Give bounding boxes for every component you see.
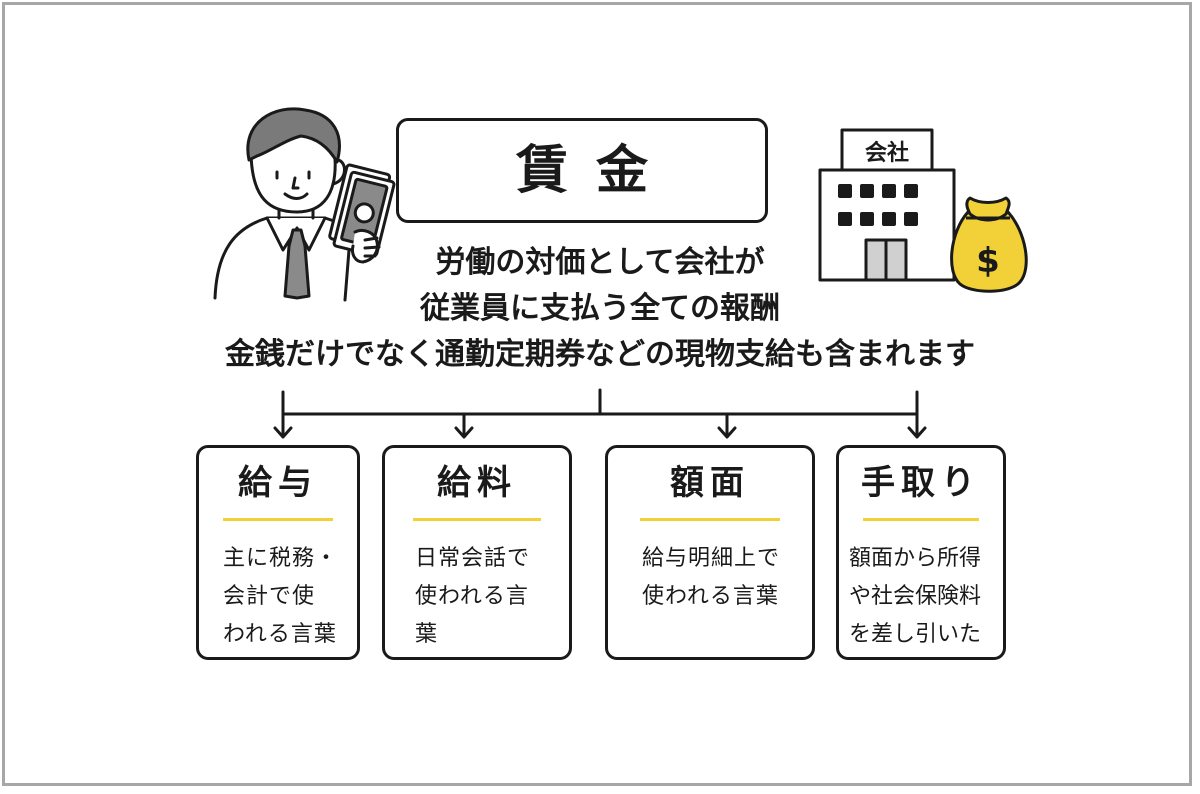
- card-title: 給料: [437, 463, 517, 503]
- card-accent-rule: [413, 518, 541, 521]
- description-line-1: 労働の対価として会社が: [435, 245, 765, 280]
- card-accent-rule: [863, 518, 979, 521]
- card-tedori: 手取り 額面から所得 や社会保険料 を差し引いた: [836, 445, 1006, 660]
- money-bag-icon: $: [950, 196, 1028, 293]
- card-line: 使われる言: [415, 584, 529, 609]
- card-line: われる言葉: [223, 622, 337, 647]
- card-line: を差し引いた: [849, 622, 982, 647]
- card-line: 給与明細上で: [642, 546, 781, 571]
- businessman-illustration: [213, 107, 396, 302]
- card-kyuryo: 給料 日常会話で 使われる言 葉: [382, 445, 572, 660]
- card-accent-rule: [223, 518, 333, 521]
- card-line: 日常会話で: [415, 546, 531, 571]
- card-accent-rule: [640, 518, 780, 521]
- card-description: 主に税務・ 会計で使 われる言葉: [199, 540, 357, 654]
- company-building-illustration: 会社 $: [818, 128, 1028, 293]
- diagram-title: 賃金: [515, 140, 676, 201]
- card-title: 給与: [238, 463, 318, 503]
- company-sign-label: 会社: [865, 140, 909, 166]
- card-line: 額面から所得: [849, 546, 982, 571]
- description-line-3: 金銭だけでなく通勤定期券などの現物支給も含まれます: [225, 337, 975, 372]
- card-title: 額面: [670, 463, 750, 503]
- description-line-2: 従業員に支払う全ての報酬: [420, 291, 780, 326]
- money-symbol: $: [976, 241, 1000, 281]
- card-line: 使われる言葉: [642, 584, 779, 609]
- card-line: 葉: [415, 622, 439, 647]
- card-line: や社会保険料: [849, 584, 982, 609]
- card-description: 日常会話で 使われる言 葉: [385, 540, 569, 654]
- card-line: 主に税務・: [223, 546, 339, 571]
- card-gakumen: 額面 給与明細上で 使われる言葉: [605, 445, 815, 660]
- title-box: 賃金: [396, 118, 768, 223]
- card-description: 額面から所得 や社会保険料 を差し引いた: [839, 540, 1003, 654]
- card-kyuyo: 給与 主に税務・ 会計で使 われる言葉: [196, 445, 360, 660]
- card-title: 手取り: [861, 463, 981, 503]
- card-line: 会計で使: [223, 584, 316, 609]
- card-description: 給与明細上で 使われる言葉: [608, 540, 812, 616]
